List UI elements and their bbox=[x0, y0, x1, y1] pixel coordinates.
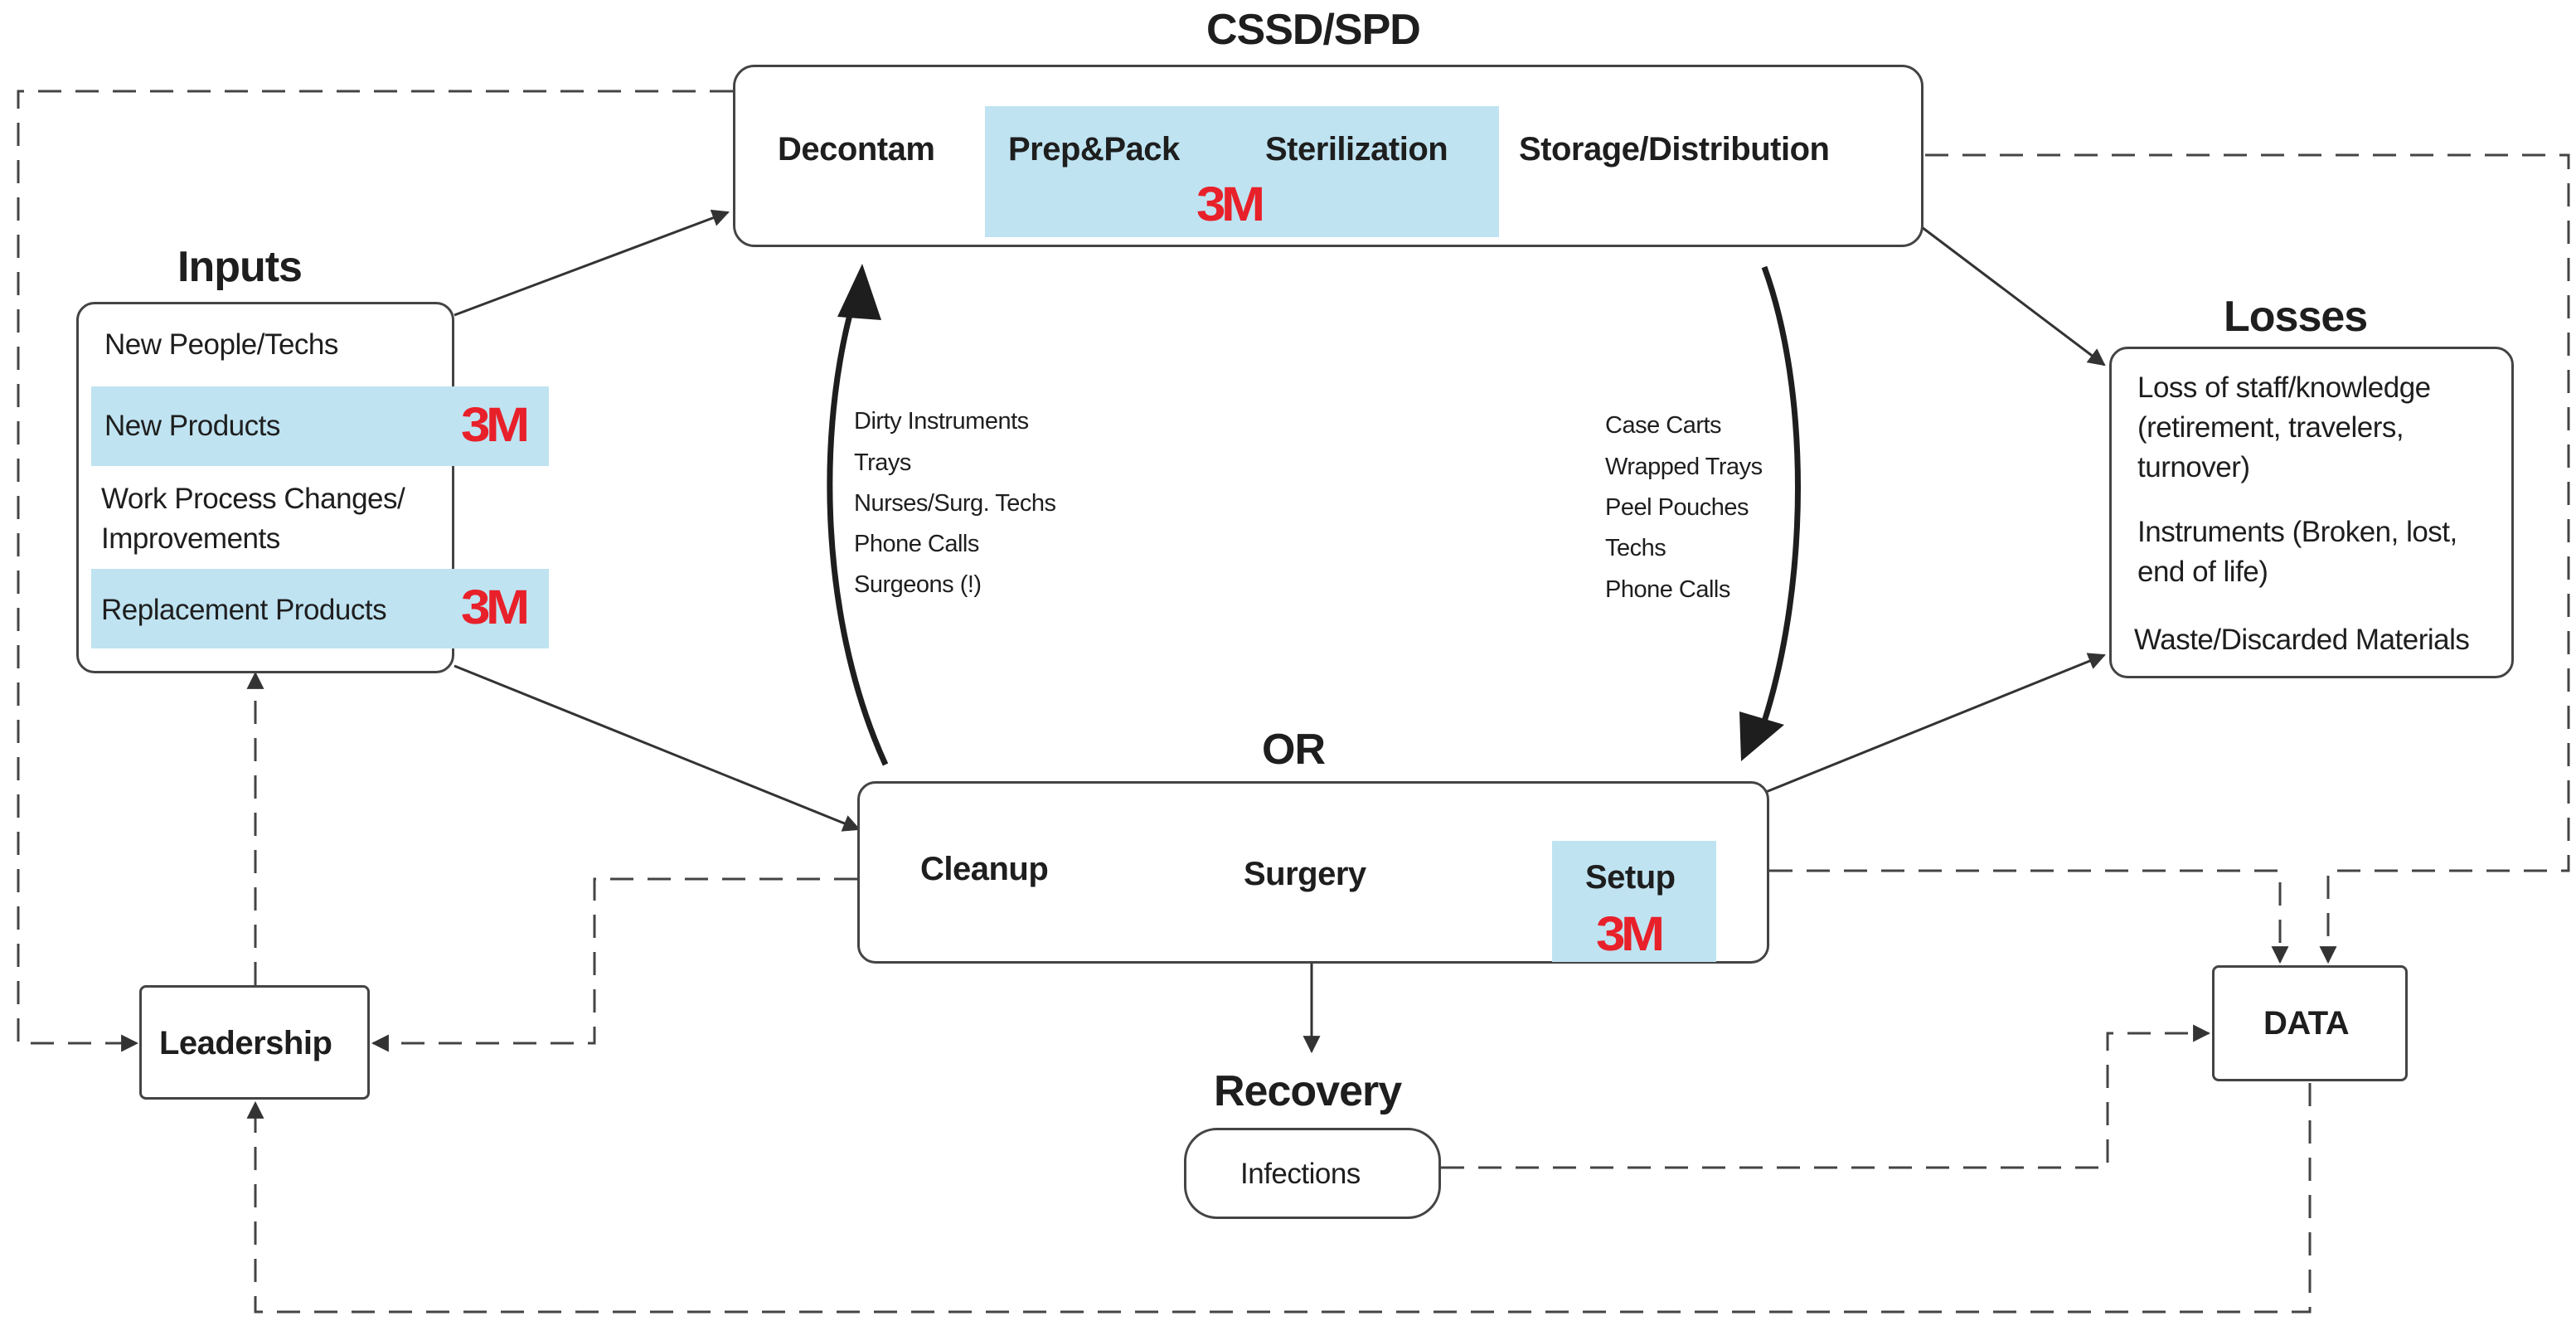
decontam-label: Decontam bbox=[778, 131, 935, 168]
surgery-label: Surgery bbox=[1244, 856, 1366, 892]
cssd-3m-highlight bbox=[985, 106, 1499, 237]
to-cssd-item: Dirty Instruments bbox=[854, 408, 1029, 435]
recovery-title: Recovery bbox=[1214, 1067, 1402, 1115]
losses-item-instruments: Instruments (Broken, lost, end of life) bbox=[2137, 516, 2457, 588]
sterilization-label: Sterilization bbox=[1265, 131, 1448, 168]
cssd-to-or-arrowhead bbox=[1739, 711, 1784, 761]
losses-box bbox=[2109, 347, 2514, 678]
to-cssd-item: Surgeons (!) bbox=[854, 571, 982, 598]
3m-logo: 3M bbox=[461, 398, 530, 452]
replacement-products-highlight bbox=[91, 569, 549, 648]
or-to-data-dashed-arrow bbox=[1769, 869, 2289, 964]
data-box bbox=[2212, 965, 2408, 1081]
inputs-item-new-products: New Products bbox=[104, 410, 280, 442]
to-or-item: Wrapped Trays bbox=[1605, 454, 1763, 480]
to-cssd-item: Phone Calls bbox=[854, 531, 979, 557]
new-products-highlight bbox=[91, 386, 549, 466]
setup-label: Setup bbox=[1585, 859, 1676, 896]
cssd-to-data-dashed-arrow bbox=[1925, 153, 2570, 964]
recovery-to-data-dashed-arrow bbox=[1441, 1024, 2211, 1169]
losses-item-waste: Waste/Discarded Materials bbox=[2134, 624, 2470, 656]
cssd-to-losses-arrow bbox=[1921, 226, 2106, 367]
cssd-to-or-curved-arrow bbox=[1761, 265, 1801, 723]
3m-logo: 3M bbox=[1596, 907, 1665, 961]
3m-logo: 3M bbox=[1196, 177, 1265, 231]
or-to-losses-arrow bbox=[1765, 653, 2106, 794]
losses-item-staff: Loss of staff/knowledge (retirement, tra… bbox=[2137, 372, 2431, 483]
to-cssd-item: Trays bbox=[854, 449, 911, 476]
losses-title: Losses bbox=[2224, 293, 2368, 341]
or-title: OR bbox=[1262, 726, 1326, 774]
inputs-to-cssd-arrow bbox=[454, 209, 730, 317]
to-or-item: Peel Pouches bbox=[1605, 494, 1749, 521]
to-or-item: Techs bbox=[1605, 535, 1666, 561]
to-or-item: Case Carts bbox=[1605, 412, 1722, 439]
infections-label: Infections bbox=[1240, 1158, 1361, 1190]
infections-box bbox=[1184, 1128, 1441, 1219]
setup-3m-highlight bbox=[1552, 841, 1716, 962]
inputs-item-replacement-products: Replacement Products bbox=[101, 594, 387, 626]
storage-distribution-label: Storage/Distribution bbox=[1519, 131, 1830, 168]
to-or-item: Phone Calls bbox=[1605, 576, 1730, 603]
or-to-cssd-curved-arrow bbox=[827, 284, 889, 766]
data-to-leadership-dashed-arrow bbox=[246, 1083, 2312, 1314]
cleanup-label: Cleanup bbox=[920, 851, 1049, 887]
leadership-box bbox=[139, 985, 370, 1100]
cssd-to-leadership-dashed-arrow bbox=[17, 90, 733, 1052]
or-to-cssd-arrowhead bbox=[837, 264, 881, 320]
prep-pack-label: Prep&Pack bbox=[1008, 131, 1180, 168]
data-label: DATA bbox=[2263, 1005, 2350, 1042]
inputs-item-new-people: New People/Techs bbox=[104, 328, 338, 361]
3m-logo: 3M bbox=[461, 580, 530, 634]
inputs-title: Inputs bbox=[177, 243, 303, 291]
inputs-item-work-process: Work Process Changes/ Improvements bbox=[101, 483, 405, 555]
inputs-to-or-arrow bbox=[454, 664, 861, 832]
or-to-leadership-dashed-arrow bbox=[371, 877, 857, 1052]
to-cssd-item: Nurses/Surg. Techs bbox=[854, 490, 1056, 517]
cssd-title: CSSD/SPD bbox=[1206, 6, 1421, 54]
leadership-label: Leadership bbox=[159, 1025, 332, 1061]
